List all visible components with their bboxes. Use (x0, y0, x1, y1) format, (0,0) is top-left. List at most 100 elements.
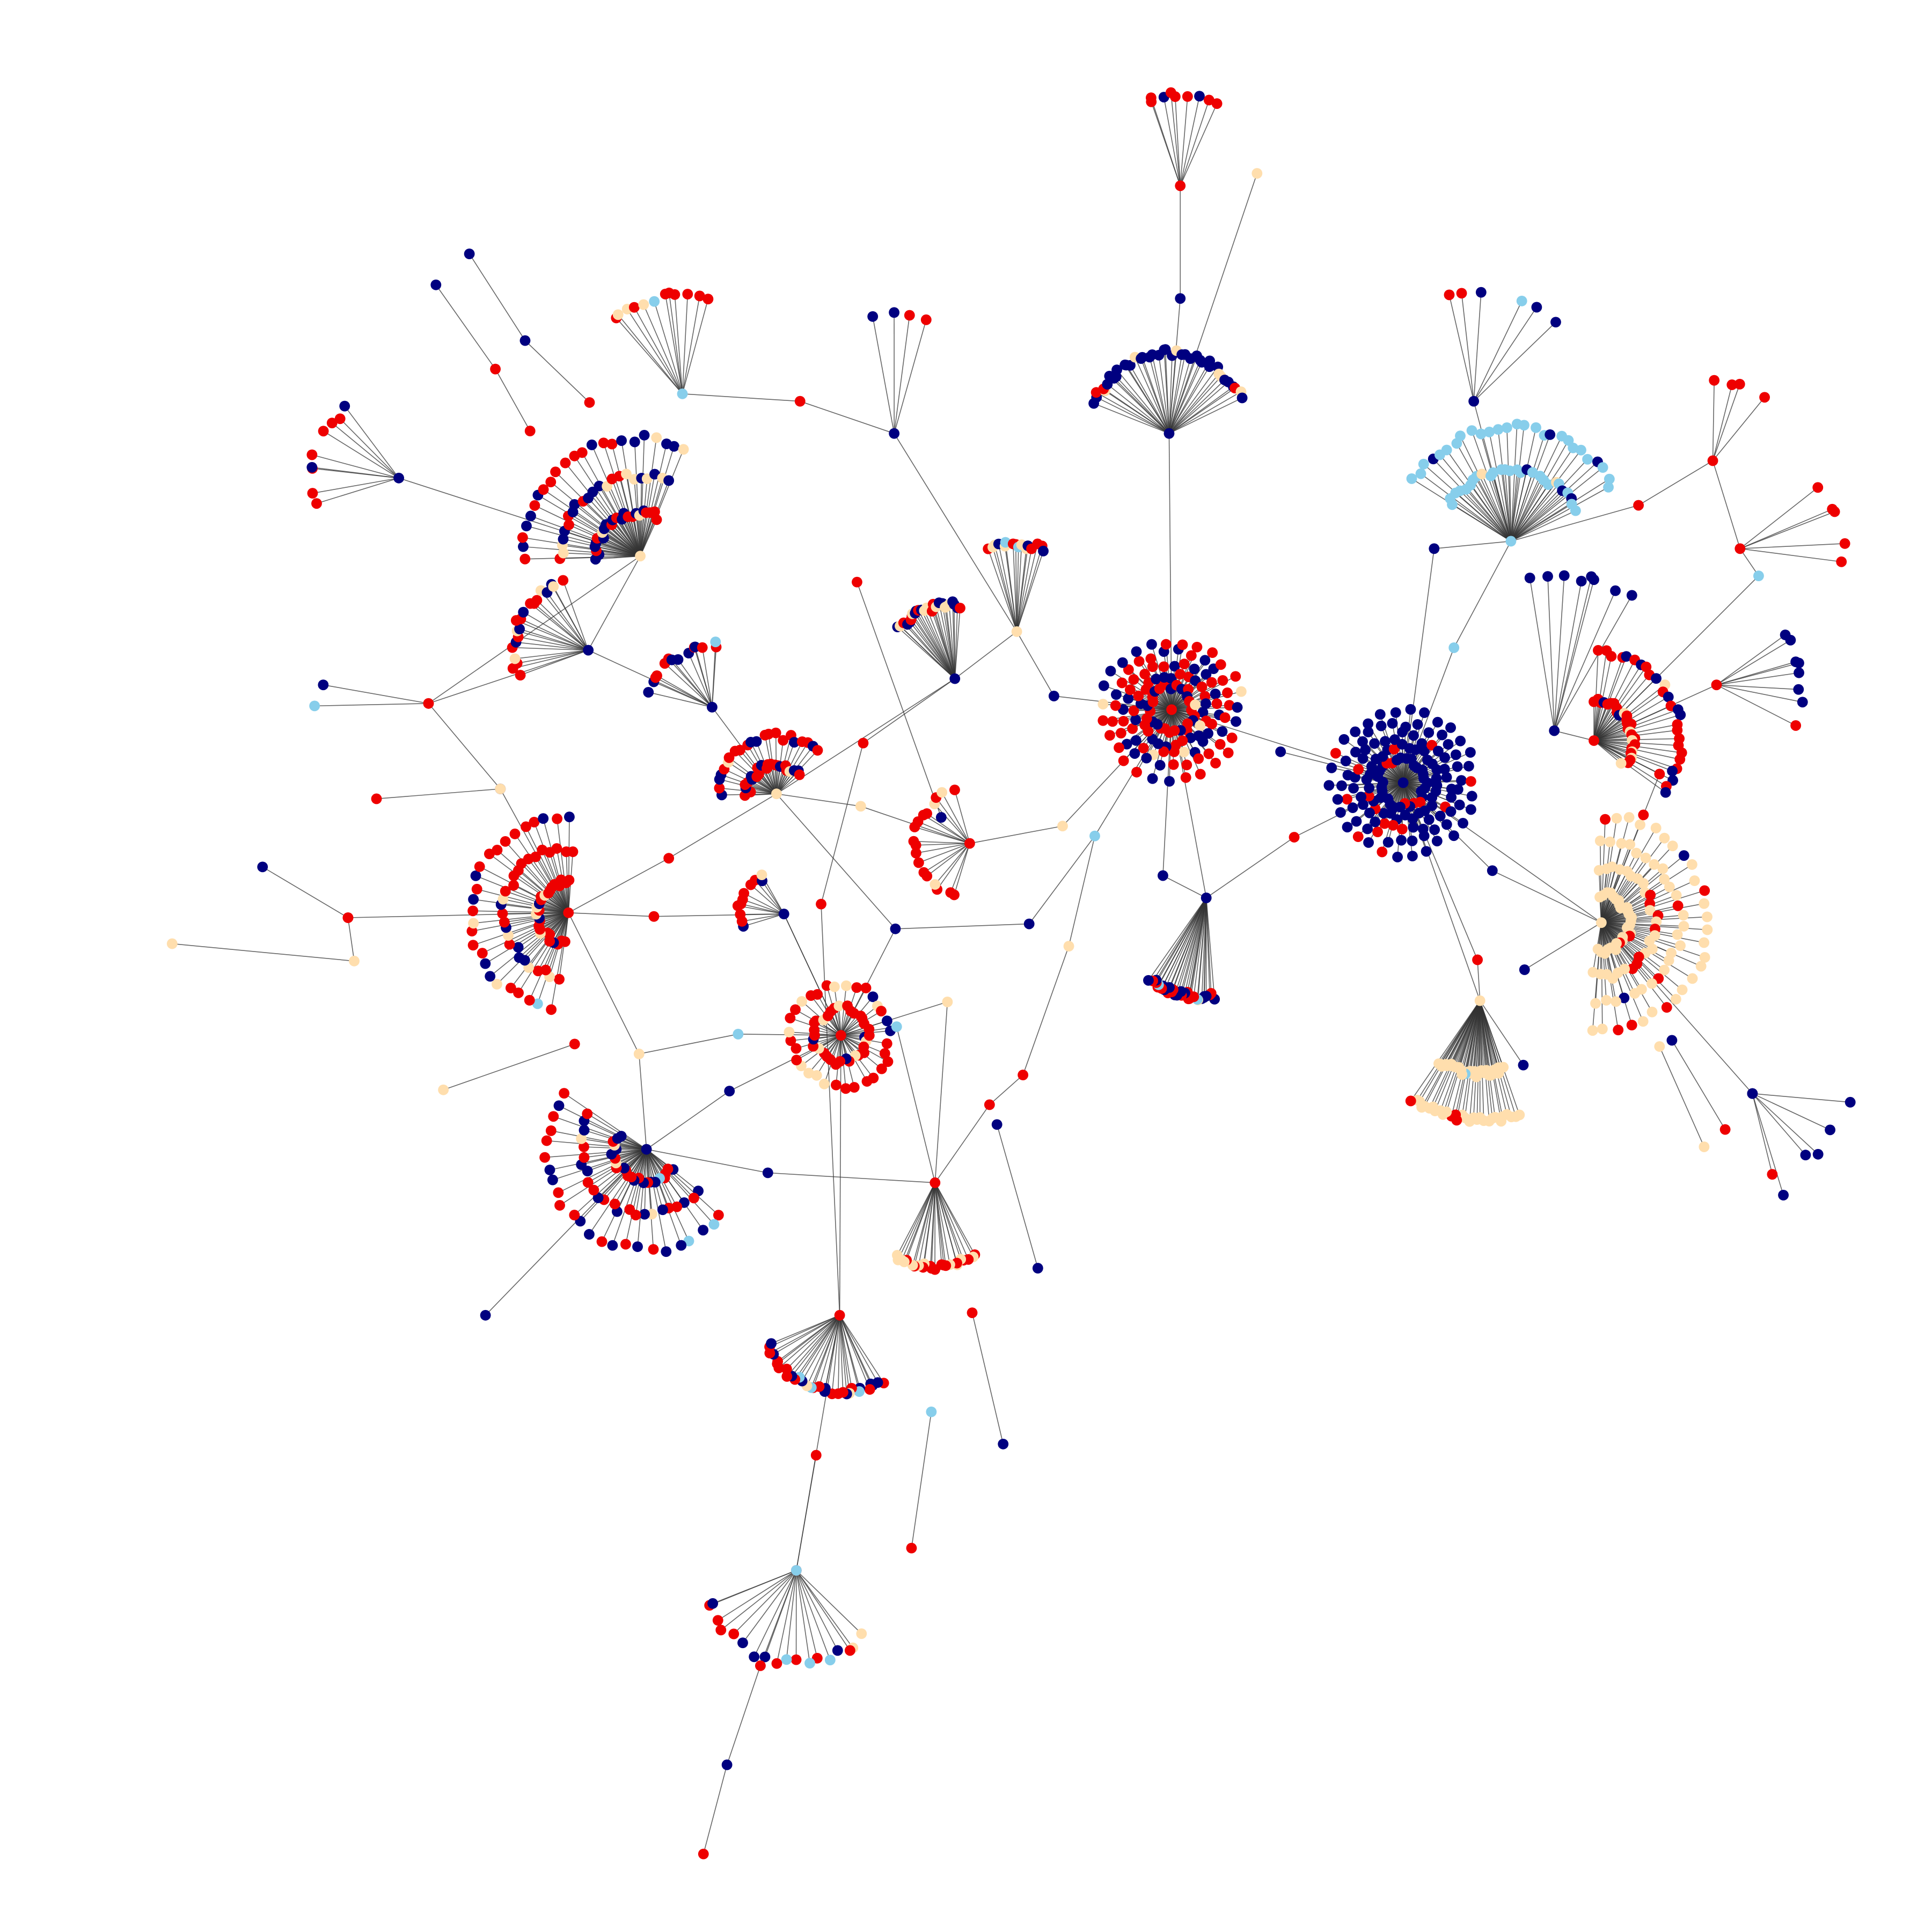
graph-node-navy-24 (1431, 836, 1443, 847)
graph-edge-1126 (918, 1182, 936, 1266)
graph-node-navy-145 (1418, 773, 1429, 784)
graph-edge-802 (545, 1148, 647, 1158)
graph-node-navy-8 (1454, 799, 1465, 810)
graph-node-navy-557 (470, 870, 481, 881)
graph-edge-1161 (954, 608, 961, 679)
graph-edge-1303 (1554, 579, 1594, 731)
graph-edge-67 (1712, 460, 1741, 549)
graph-node-red-796 (651, 514, 662, 525)
graph-edge-31 (639, 1034, 738, 1055)
graph-node-navy-63 (1347, 802, 1358, 814)
graph-edge-1164 (936, 843, 970, 890)
graph-node-red-48 (1372, 826, 1383, 837)
graph-node-red-1284 (1654, 769, 1665, 780)
graph-edge-603 (551, 912, 569, 1010)
graph-edge-555 (1439, 454, 1512, 541)
graph-node-red-973 (864, 1384, 875, 1395)
graph-node-navy-1190 (1797, 697, 1808, 708)
graph-node-red-370 (1627, 963, 1638, 975)
graph-node-navy-58 (1351, 816, 1362, 827)
graph-node-navy-53 (1362, 823, 1373, 835)
graph-node-navy-117 (1408, 730, 1419, 741)
graph-edge-1206 (521, 618, 589, 651)
graph-edge-503 (1479, 1000, 1490, 1122)
graph-node-navy-229 (1105, 665, 1116, 677)
graph-edge-1250 (344, 406, 399, 479)
graph-edge-1018 (1168, 366, 1210, 434)
graph-node-skyblue-478 (1492, 424, 1504, 435)
graph-edge-1313 (524, 340, 590, 403)
graph-node-red-720 (548, 1111, 559, 1122)
graph-node-red-1304 (836, 1030, 846, 1041)
graph-edge-1327 (1752, 1093, 1819, 1155)
graph-node-navy-690 (583, 1229, 595, 1240)
graph-node-red-1150 (702, 294, 714, 305)
graph-node-navy-241 (1151, 674, 1162, 685)
graph-node-red-232 (1128, 674, 1139, 685)
graph-edge-1203 (517, 630, 589, 651)
graph-edge-784 (580, 1148, 647, 1222)
graph-node-navy-9 (1465, 804, 1476, 815)
graph-edge-587 (1510, 448, 1574, 541)
graph-edge-576 (1510, 472, 1521, 541)
graph-node-navy-79 (1326, 762, 1337, 773)
graph-node-wheat-1294 (349, 955, 360, 967)
graph-node-wheat-360 (1677, 984, 1688, 996)
graph-edge-1017 (1168, 361, 1210, 434)
graph-node-wheat-1143 (638, 299, 649, 310)
graph-edge-1140 (910, 619, 955, 679)
graph-node-red-1072 (945, 887, 956, 898)
graph-edge-1271 (1739, 509, 1833, 550)
graph-edge-1245 (312, 466, 399, 479)
graph-node-red-756 (550, 466, 561, 478)
graph-node-wheat-1258 (1057, 821, 1068, 832)
graph-node-red-1321 (1175, 180, 1186, 192)
graph-node-wheat-1316 (1011, 626, 1022, 637)
graph-edge-1037 (1193, 897, 1207, 997)
graph-edge-1292 (762, 880, 785, 914)
graph-edge-79 (1162, 875, 1207, 898)
graph-edge-1298 (1529, 577, 1555, 731)
graph-node-navy-1208 (1542, 571, 1553, 582)
graph-node-red-687 (596, 1236, 608, 1247)
graph-node-wheat-300 (1635, 819, 1645, 830)
graph-node-red-1283 (1638, 809, 1649, 821)
graph-node-red-665 (671, 1201, 683, 1212)
graph-node-navy-1220 (721, 1759, 733, 1770)
graph-node-navy-1116 (518, 606, 529, 618)
graph-node-red-1176 (1726, 379, 1738, 390)
graph-node-red-149 (1465, 776, 1476, 787)
graph-node-wheat-1307 (771, 788, 782, 800)
graph-node-navy-1281 (1519, 964, 1530, 975)
graph-edge-1212 (546, 592, 589, 651)
graph-node-wheat-323 (1664, 881, 1675, 892)
graph-node-wheat-638 (833, 1000, 845, 1012)
graph-edge-1323 (971, 1312, 1004, 1444)
graph-node-navy-267 (1201, 669, 1212, 680)
graph-edge-826 (522, 537, 641, 557)
graph-edge-1125 (923, 1182, 936, 1268)
graph-edge-766 (646, 1149, 654, 1250)
graph-edge-1016 (1168, 362, 1203, 434)
graph-edge-1249 (340, 418, 399, 479)
graph-node-navy-873 (1675, 709, 1686, 720)
graph-edge-563 (1471, 430, 1512, 541)
graph-edge-1256 (1180, 96, 1188, 186)
graph-edge-1074 (825, 1315, 840, 1389)
graph-edge-1259 (1180, 103, 1218, 186)
graph-edge-1106 (720, 1570, 797, 1630)
graph-node-wheat-355 (1663, 955, 1674, 966)
graph-edge-1319 (314, 702, 429, 707)
graph-node-red-207 (1127, 723, 1138, 734)
graph-node-red-1274 (984, 1099, 995, 1110)
graph-node-red-1008 (791, 1654, 802, 1665)
graph-node-wheat-1270 (942, 997, 953, 1007)
graph-edge-1282 (1716, 684, 1796, 726)
graph-node-navy-33 (1407, 835, 1418, 846)
graph-edge-1066 (839, 1315, 860, 1392)
graph-node-red-1070 (955, 603, 965, 613)
graph-edge-1176 (934, 803, 970, 844)
graph-edge-1180 (987, 548, 1018, 632)
graph-node-skyblue-470 (1455, 430, 1466, 442)
graph-node-red-1217 (1767, 1169, 1778, 1180)
